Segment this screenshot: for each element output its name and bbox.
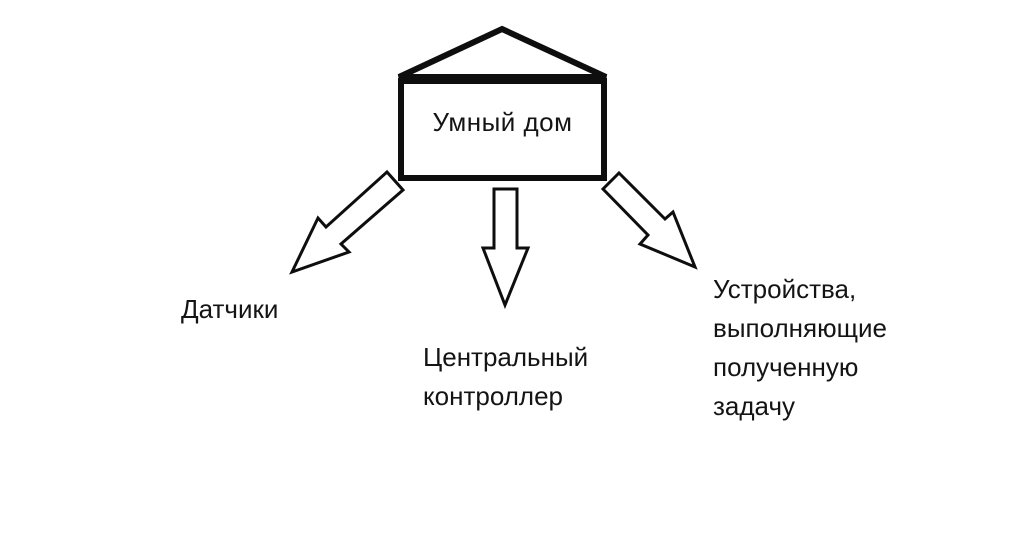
label-controller-line-2: контроллер: [423, 381, 564, 411]
label-controller: Центральный контроллер: [423, 338, 588, 416]
arrow-to-sensors: [289, 169, 406, 275]
label-devices-line-3: полученную: [713, 352, 859, 382]
label-sensors: Датчики: [181, 294, 279, 324]
house-body-rectangle: [398, 78, 607, 181]
arrow-to-controller: [480, 187, 531, 310]
label-devices-line-4: задачу: [713, 391, 795, 421]
label-devices-line-1: Устройства,: [713, 274, 857, 304]
arrow-to-devices: [600, 170, 698, 270]
label-controller-line-1: Центральный: [423, 342, 589, 372]
label-devices-line-2: выполняющие: [713, 313, 887, 343]
house-roof-triangle: [397, 25, 608, 80]
label-devices: Устройства, выполняющие полученную задач…: [713, 270, 887, 426]
house-label: Умный дом: [432, 106, 573, 137]
